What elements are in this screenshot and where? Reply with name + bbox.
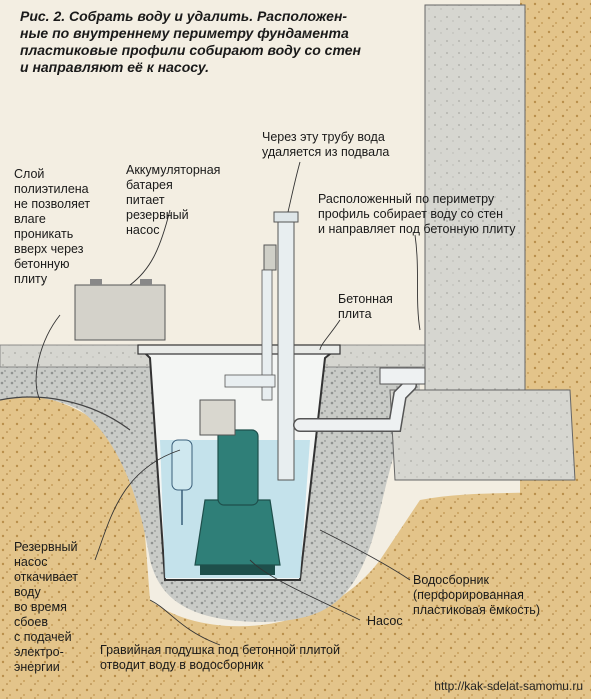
polyethylene-layer — [0, 396, 131, 431]
foundation — [389, 4, 576, 481]
label-pump: Насос — [367, 614, 403, 628]
label-polyethylene: Слой полиэтилена не позволяет влаге прон… — [14, 167, 91, 286]
label-sump: Водосборник (перфорированная пластиковая… — [413, 573, 540, 617]
battery — [74, 279, 166, 341]
figure-caption: Рис. 2. Собрать воду и удалить. Располож… — [20, 8, 361, 75]
label-gravel: Гравийная подушка под бетонной плитой от… — [100, 643, 340, 672]
perimeter-drain — [293, 367, 426, 432]
label-pipe: Через эту трубу вода удаляется из подвал… — [262, 130, 390, 159]
label-battery: Аккумуляторная батарея питает резервный … — [126, 163, 221, 237]
label-profile: Расположенный по периметру профиль собир… — [318, 192, 516, 236]
leader-lines — [35, 161, 421, 646]
main-pump — [194, 429, 281, 575]
label-slab: Бетонная плита — [338, 292, 393, 321]
discharge-pipe — [224, 211, 299, 481]
backup-pump — [171, 399, 236, 525]
source-url: http://kak-sdelat-samomu.ru — [434, 679, 583, 693]
label-backup-pump: Резервный насос откачивает воду во время… — [14, 540, 79, 674]
